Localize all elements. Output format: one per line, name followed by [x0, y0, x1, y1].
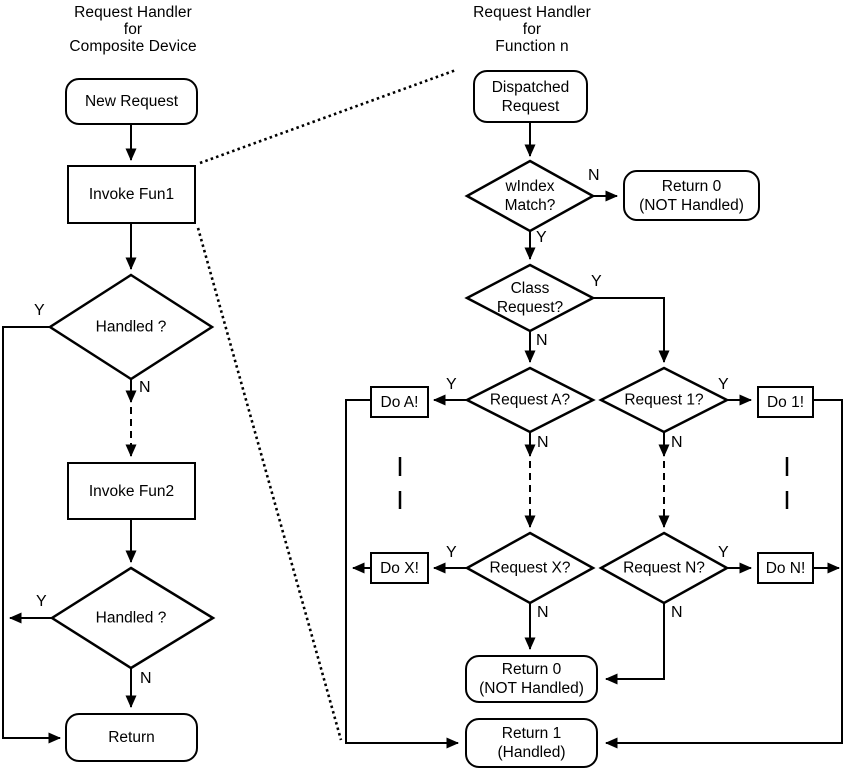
- right-flowchart-title: Request Handler for Function n: [473, 4, 591, 55]
- class-no-label: N: [536, 332, 548, 349]
- zoom-cone-upper-dotted-line: [199, 68, 457, 165]
- edge-class-yes-to-request1: [593, 297, 670, 363]
- decision-windex-match-label: wIndex Match?: [504, 178, 556, 214]
- zoom-cone-lower-dotted-line: [196, 227, 343, 741]
- node-do-a: Do A!: [370, 386, 429, 418]
- class-yes-label: Y: [591, 273, 602, 290]
- decision-request-n-label: Request N?: [623, 559, 705, 577]
- node-return1: Return 1 (Handled): [465, 718, 598, 768]
- decision-handled2-shape: [49, 566, 216, 670]
- decision-class-request-label: Class Request?: [496, 280, 564, 316]
- edge-requestn-no-to-return0bottom: [605, 603, 665, 685]
- decision-handled2-label: Handled ?: [95, 609, 167, 627]
- node-do-n: Do N!: [757, 552, 814, 584]
- handled1-yes-label: Y: [34, 302, 45, 319]
- decision-request-x-label: Request X?: [489, 559, 571, 577]
- decision-windex-match-shape: [464, 159, 596, 233]
- decision-request-1-shape: [598, 366, 730, 434]
- node-return0-bottom: Return 0 (NOT Handled): [465, 655, 598, 703]
- requestn-yes-label: Y: [718, 544, 729, 561]
- node-dispatched-request: Dispatched Request: [473, 70, 588, 123]
- node-return: Return: [65, 713, 198, 762]
- handled1-no-label: N: [139, 379, 151, 396]
- decision-handled1-label: Handled ?: [95, 318, 167, 336]
- decision-request-1-label: Request 1?: [624, 391, 704, 409]
- node-invoke-fun2: Invoke Fun2: [67, 462, 196, 520]
- handled2-no-label: N: [140, 670, 152, 687]
- decision-request-n-shape: [598, 531, 730, 605]
- decision-request-a-label: Request A?: [489, 391, 571, 409]
- handled2-yes-label: Y: [36, 593, 47, 610]
- decision-handled1-shape: [47, 273, 215, 381]
- requestx-no-label: N: [537, 604, 549, 621]
- node-do-x: Do X!: [370, 552, 429, 584]
- edge-handled1-yes-rail-to-return: [2, 326, 61, 744]
- request1-yes-label: Y: [718, 376, 729, 393]
- decision-class-request-shape: [464, 263, 596, 333]
- node-new-request: New Request: [65, 78, 198, 125]
- node-return0-top: Return 0 (NOT Handled): [623, 170, 760, 221]
- left-flowchart-title: Request Handler for Composite Device: [69, 4, 197, 55]
- node-do-1: Do 1!: [757, 386, 814, 418]
- windex-no-label: N: [588, 167, 600, 184]
- decision-request-x-shape: [464, 531, 596, 605]
- windex-yes-label: Y: [536, 229, 547, 246]
- requesta-yes-label: Y: [446, 376, 457, 393]
- requestx-yes-label: Y: [446, 544, 457, 561]
- edge-right-rail-to-return1: [605, 399, 843, 749]
- requestn-no-label: N: [671, 604, 683, 621]
- edge-left-rail-to-return1: [345, 399, 459, 749]
- request1-no-label: N: [671, 434, 683, 451]
- requesta-no-label: N: [537, 434, 549, 451]
- node-invoke-fun1: Invoke Fun1: [67, 165, 196, 224]
- decision-request-a-shape: [464, 366, 596, 434]
